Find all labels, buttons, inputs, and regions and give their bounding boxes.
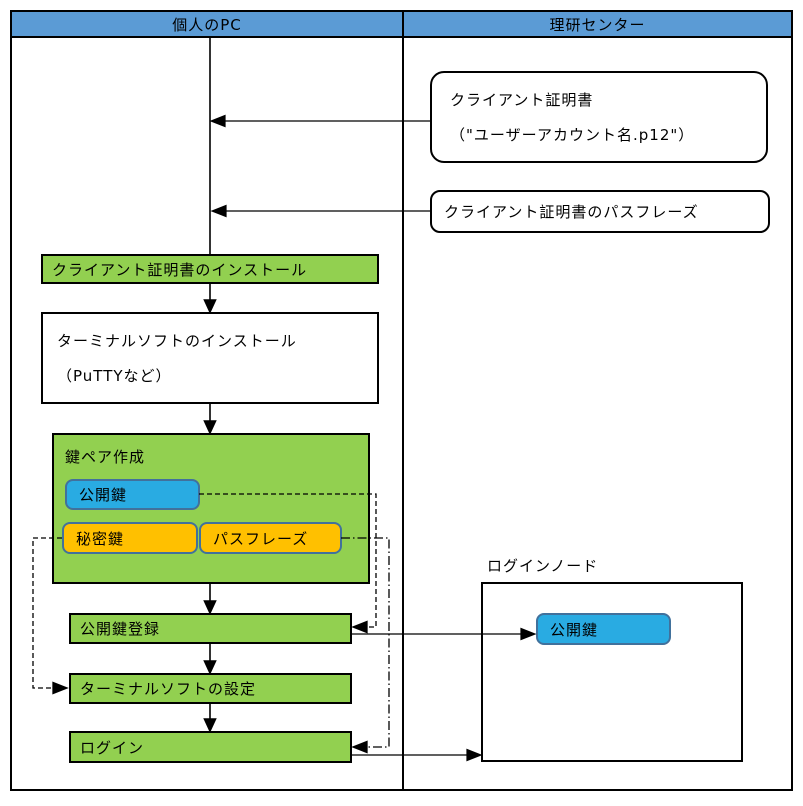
install-terminal-line1: ターミナルソフトのインストール: [57, 332, 297, 350]
column-header-riken-center-label: 理研センター: [549, 15, 646, 34]
install-terminal-line2: （PuTTYなど）: [57, 367, 172, 385]
install-certificate-label: クライアント証明書のインストール: [52, 260, 308, 279]
node-install-terminal-software: ターミナルソフトのインストール （PuTTYなど）: [41, 312, 379, 404]
node-passphrase: パスフレーズ: [199, 522, 342, 554]
login-node-public-key-label: 公開鍵: [550, 620, 599, 639]
node-register-public-key: 公開鍵登録: [69, 613, 352, 644]
private-key-label: 秘密鍵: [76, 529, 125, 548]
node-public-key: 公開鍵: [65, 479, 200, 510]
keypair-creation-label: 鍵ペア作成: [65, 448, 146, 466]
column-header-personal-pc-label: 個人のPC: [172, 15, 242, 34]
column-divider: [402, 10, 404, 791]
public-key-label: 公開鍵: [79, 486, 128, 504]
register-public-key-label: 公開鍵登録: [80, 620, 161, 638]
login-label: ログイン: [80, 738, 145, 757]
node-login-node: [481, 582, 743, 762]
certificate-passphrase-label: クライアント証明書のパスフレーズ: [444, 203, 699, 221]
node-private-key: 秘密鍵: [62, 522, 198, 554]
client-certificate-line2: （"ユーザーアカウント名.p12"）: [450, 126, 695, 144]
column-header-personal-pc: 個人のPC: [10, 10, 404, 38]
client-certificate-line1: クライアント証明書: [450, 91, 594, 109]
node-install-certificate: クライアント証明書のインストール: [41, 254, 379, 284]
passphrase-label: パスフレーズ: [213, 529, 309, 548]
node-login-node-public-key: 公開鍵: [536, 613, 671, 645]
column-header-riken-center: 理研センター: [402, 10, 793, 38]
node-login: ログイン: [69, 731, 352, 763]
login-node-label: ログインノード: [487, 557, 599, 575]
node-certificate-passphrase: クライアント証明書のパスフレーズ: [430, 190, 770, 233]
node-configure-terminal: ターミナルソフトの設定: [69, 673, 352, 704]
configure-terminal-label: ターミナルソフトの設定: [80, 680, 257, 698]
node-client-certificate: クライアント証明書 （"ユーザーアカウント名.p12"）: [430, 71, 768, 163]
